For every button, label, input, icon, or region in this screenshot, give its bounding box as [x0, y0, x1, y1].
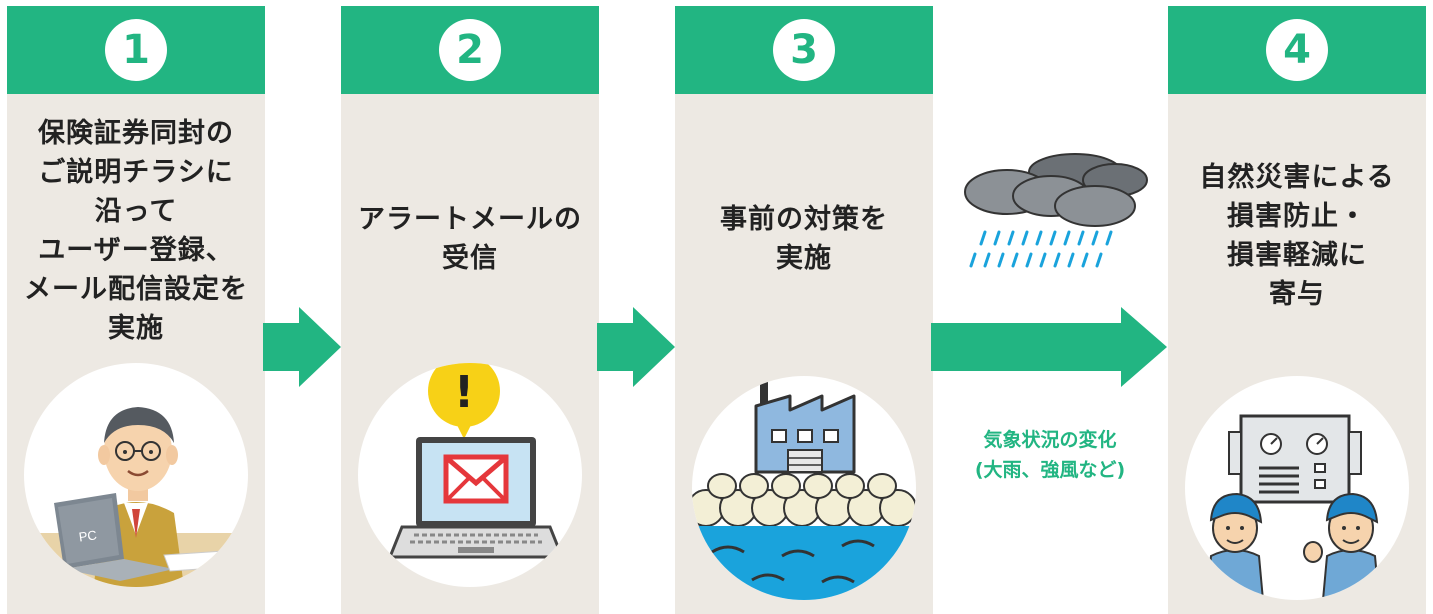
- step-4-line: 寄与: [1269, 279, 1325, 310]
- step-1-line: ご説明チラシに: [38, 157, 234, 188]
- factory-sandbags-flood-icon: [692, 376, 916, 600]
- step-4-description: 自然災害による 損害防止・ 損害軽減に 寄与: [1168, 158, 1426, 314]
- arrow-right-icon: [263, 307, 341, 387]
- workers-control-panel-icon: [1185, 376, 1409, 600]
- rain-cloud-icon: [964, 153, 1148, 268]
- step-1-line: 保険証券同封の: [38, 118, 234, 149]
- step-2-description: アラートメールの 受信: [341, 200, 599, 278]
- man-with-laptop-icon: PC: [24, 363, 248, 587]
- step-3-description: 事前の対策を 実施: [675, 200, 933, 278]
- step-4-line: 損害防止・: [1227, 201, 1367, 232]
- caption-line: 気象状況の変化: [983, 429, 1117, 451]
- step-3-number-badge: 3: [773, 19, 835, 81]
- laptop-mail-alert-icon: !: [358, 363, 582, 587]
- step-1-description: 保険証券同封の ご説明チラシに 沿って ユーザー登録、 メール配信設定を 実施: [7, 114, 265, 348]
- step-4-header: 4: [1168, 6, 1426, 94]
- step-2-line: 受信: [442, 243, 498, 274]
- arrow-right-icon: [931, 307, 1167, 387]
- step-2-panel: 2 アラートメールの 受信 !: [341, 6, 599, 614]
- step-2-line: アラートメールの: [358, 204, 582, 235]
- step-1-line: メール配信設定を: [24, 274, 248, 305]
- step-3-line: 事前の対策を: [720, 204, 888, 235]
- weather-change-caption: 気象状況の変化 (大雨、強風など): [930, 425, 1170, 485]
- step-4-panel: 4 自然災害による 損害防止・ 損害軽減に 寄与: [1168, 6, 1426, 614]
- alert-mark: !: [454, 367, 474, 418]
- step-4-line: 自然災害による: [1199, 162, 1395, 193]
- step-1-number-badge: 1: [105, 19, 167, 81]
- step-2-header: 2: [341, 6, 599, 94]
- step-1-line: 実施: [108, 313, 164, 344]
- step-3-panel: 3 事前の対策を 実施: [675, 6, 933, 614]
- step-4-number-badge: 4: [1266, 19, 1328, 81]
- step-1-panel: 1 保険証券同封の ご説明チラシに 沿って ユーザー登録、 メール配信設定を 実…: [7, 6, 265, 614]
- step-1-line: 沿って: [94, 196, 178, 227]
- step-2-number-badge: 2: [439, 19, 501, 81]
- arrow-right-icon: [597, 307, 675, 387]
- caption-line: (大雨、強風など): [974, 459, 1126, 481]
- step-1-header: 1: [7, 6, 265, 94]
- step-4-line: 損害軽減に: [1227, 240, 1367, 271]
- step-1-line: ユーザー登録、: [38, 235, 234, 266]
- step-3-header: 3: [675, 6, 933, 94]
- step-3-line: 実施: [776, 243, 832, 274]
- pc-label: PC: [78, 527, 98, 544]
